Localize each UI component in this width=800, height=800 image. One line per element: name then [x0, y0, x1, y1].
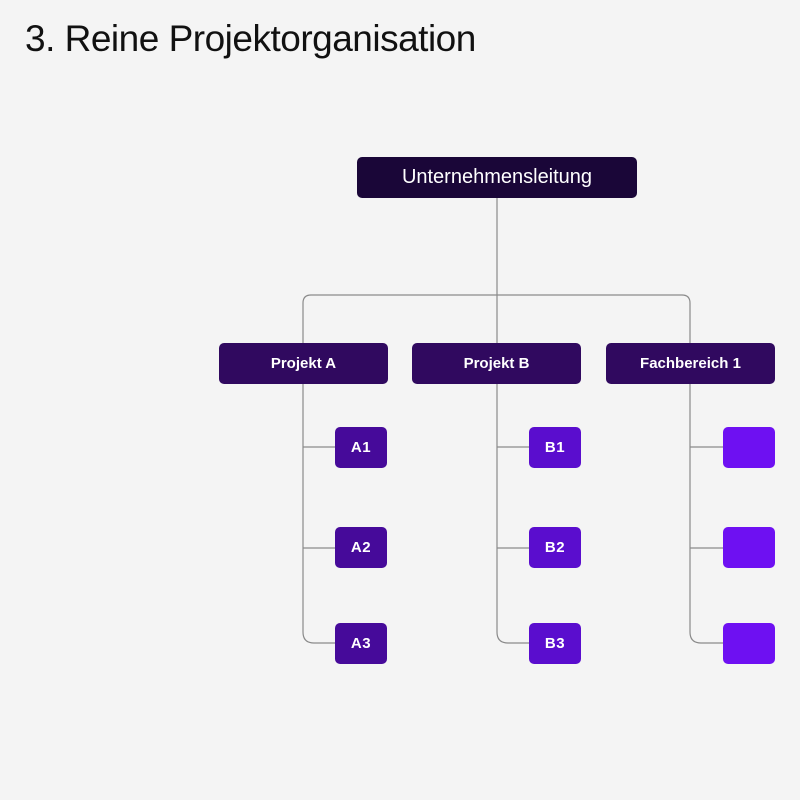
- connector-column-b: [496, 384, 530, 644]
- child-node-a2: A2: [335, 527, 387, 568]
- page-title: 3. Reine Projektorganisation: [25, 18, 476, 59]
- connector-bus: [302, 294, 691, 343]
- level1-node-label: Fachbereich 1: [640, 355, 741, 372]
- connector-column-a: [302, 384, 336, 644]
- child-node-c3: [723, 623, 775, 664]
- child-node-c2: [723, 527, 775, 568]
- child-node-a1: A1: [335, 427, 387, 468]
- level1-node-projekt-b: Projekt B: [412, 343, 581, 384]
- connector-column-c: [689, 384, 723, 644]
- child-node-label: A2: [350, 539, 372, 556]
- level1-node-label: Projekt A: [270, 355, 337, 372]
- level1-node-fachbereich-1: Fachbereich 1: [606, 343, 775, 384]
- root-node-label: Unternehmensleitung: [401, 166, 593, 188]
- child-node-c1: [723, 427, 775, 468]
- child-node-label: A3: [350, 635, 372, 652]
- child-node-b3: B3: [529, 623, 581, 664]
- level1-node-label: Projekt B: [463, 355, 530, 372]
- child-node-label: B1: [544, 439, 566, 456]
- child-node-label: A1: [350, 439, 372, 456]
- child-node-b1: B1: [529, 427, 581, 468]
- child-node-label: B2: [544, 539, 566, 556]
- root-node-unternehmensleitung: Unternehmensleitung: [357, 157, 637, 198]
- child-node-b2: B2: [529, 527, 581, 568]
- level1-node-projekt-a: Projekt A: [219, 343, 388, 384]
- child-node-label: B3: [544, 635, 566, 652]
- child-node-a3: A3: [335, 623, 387, 664]
